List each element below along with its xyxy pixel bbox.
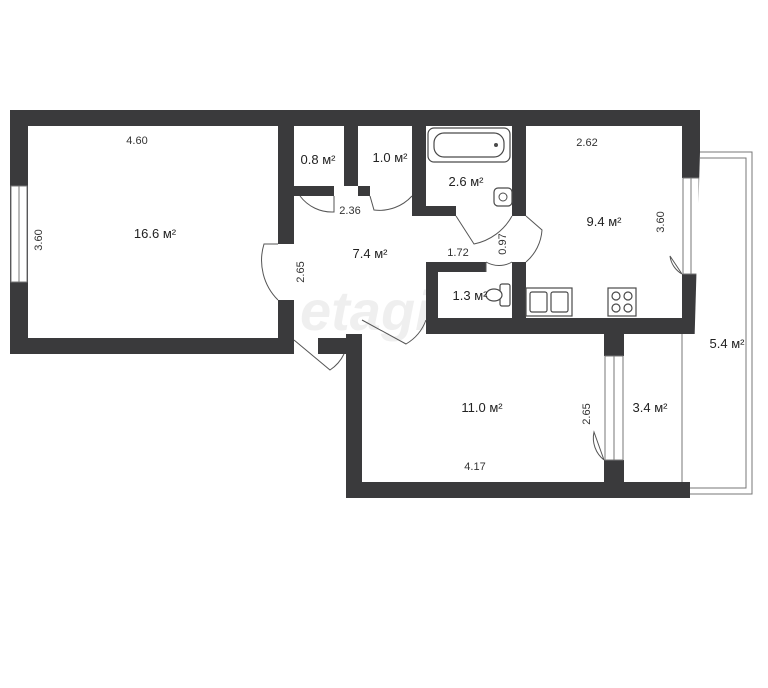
room-large-width: 4.60 xyxy=(126,135,147,147)
room-labels: 16.6 м² 4.60 3.60 0.8 м² 1.0 м² 2.6 м² 9… xyxy=(33,135,745,473)
kitchen-area: 9.4 м² xyxy=(587,214,623,229)
windows xyxy=(10,177,700,461)
toilet-width: 0.97 xyxy=(497,233,509,254)
bathroom-area: 2.6 м² xyxy=(449,174,485,189)
room-large-area: 16.6 м² xyxy=(134,226,177,241)
kitchen-depth: 3.60 xyxy=(655,211,667,232)
hallway-width: 2.36 xyxy=(339,205,360,217)
balcony-area: 5.4 м² xyxy=(710,336,746,351)
kitchen-width: 2.62 xyxy=(576,137,597,149)
closet-2-area: 1.0 м² xyxy=(373,150,409,165)
closet-1-area: 0.8 м² xyxy=(301,152,337,167)
hallway-depth: 2.65 xyxy=(295,261,307,282)
hallway-inner-width: 1.72 xyxy=(447,247,468,259)
walls xyxy=(10,110,700,498)
doors xyxy=(261,195,683,461)
loggia-small-area: 3.4 м² xyxy=(633,400,669,415)
bedroom-width: 4.17 xyxy=(464,461,485,473)
bedroom-area: 11.0 м² xyxy=(461,400,503,415)
bedroom-depth: 2.65 xyxy=(581,403,593,424)
balcony-outline xyxy=(681,151,753,495)
fixtures xyxy=(427,127,637,317)
toilet-area: 1.3 м² xyxy=(453,288,489,303)
room-large-depth: 3.60 xyxy=(33,229,45,250)
watermark: etagi xyxy=(300,279,432,342)
hallway-area: 7.4 м² xyxy=(353,246,389,261)
